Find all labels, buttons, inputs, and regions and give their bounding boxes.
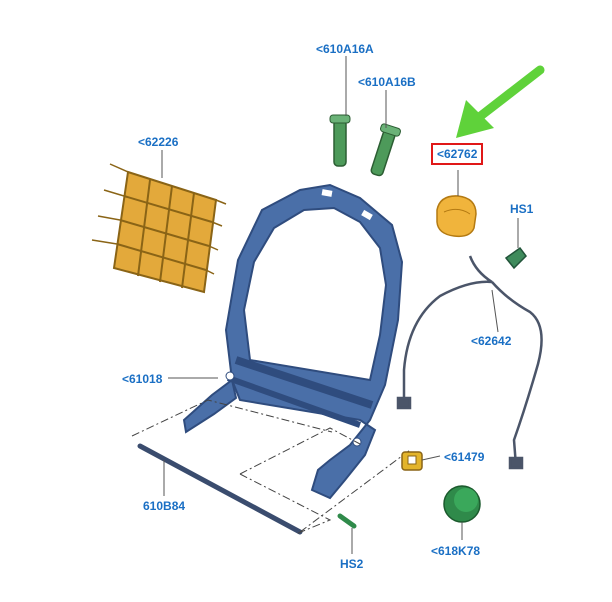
label-hs1: HS1 <box>510 202 534 216</box>
label-610A16A: <610A16A <box>316 42 374 56</box>
green-arrow-icon <box>456 65 545 138</box>
lumbar-mat <box>91 163 227 294</box>
seat-back-frame <box>182 183 404 500</box>
recliner-cable <box>396 255 543 470</box>
leader-lines <box>161 56 519 554</box>
label-610A16B: <610A16B <box>358 75 416 89</box>
trim-strip <box>137 443 303 535</box>
screw-hs2 <box>337 513 357 529</box>
headrest-guide-a <box>329 114 351 167</box>
hs1-clip <box>504 246 527 270</box>
green-cap-part <box>443 485 481 523</box>
headrest-guide-b <box>370 123 401 177</box>
label-62762-highlighted: <62762 <box>431 143 484 165</box>
label-62226: <62226 <box>138 135 179 149</box>
label-61479: <61479 <box>444 450 485 464</box>
label-hs2: HS2 <box>340 557 364 571</box>
assembly-lines <box>131 399 411 535</box>
orange-cap-part <box>436 195 477 238</box>
label-61018: <61018 <box>122 372 163 386</box>
label-610B84: 610B84 <box>143 499 186 513</box>
label-618K78: <618K78 <box>431 544 481 558</box>
label-62642: <62642 <box>471 334 512 348</box>
clip-61479 <box>401 451 423 471</box>
